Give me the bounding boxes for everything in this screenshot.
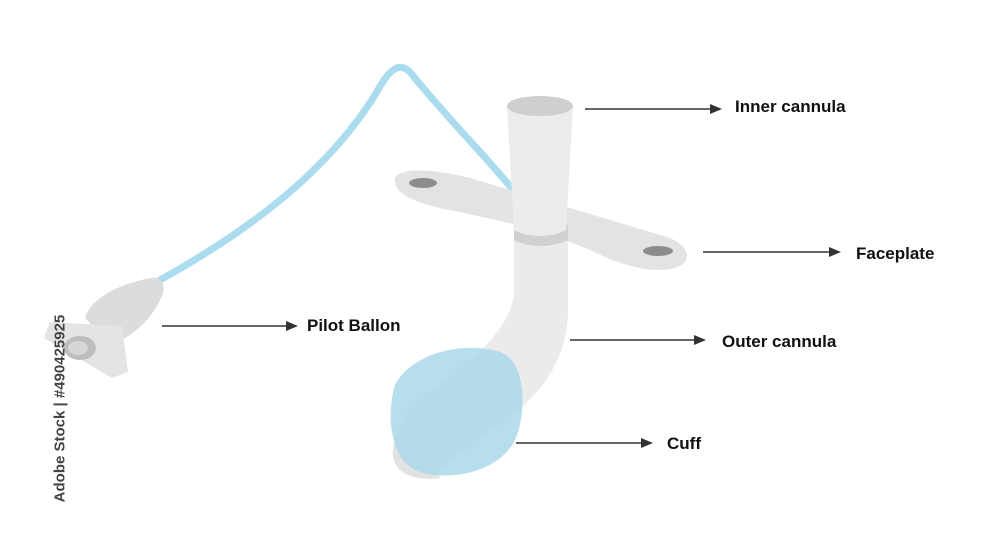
pilot-line-tube [156,64,519,284]
arrow-cuff [516,438,653,448]
faceplate-hole-right [643,246,673,256]
arrow-pilot-balloon [162,321,298,331]
stock-credit: Adobe Stock | #490425925 [51,314,69,503]
faceplate-hole-left [409,178,437,188]
inner-cannula [507,106,573,236]
label-inner-cannula: Inner cannula [735,97,846,116]
arrow-outer-cannula [570,335,706,345]
inner-cannula-opening [507,96,573,116]
label-cuff: Cuff [667,434,701,453]
label-pilot-balloon: Pilot Ballon [307,316,401,335]
label-outer-cannula: Outer cannula [722,332,837,351]
cuff [390,347,523,476]
pilot-balloon [44,277,164,378]
arrow-inner-cannula [585,104,722,114]
arrow-faceplate [703,247,841,257]
label-faceplate: Faceplate [856,244,935,263]
